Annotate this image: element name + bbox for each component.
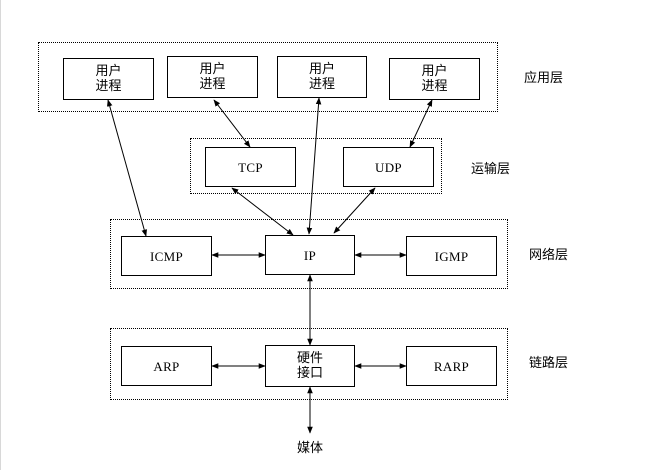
hardware-interface-box: 硬件 接口 — [265, 345, 355, 387]
rarp-box: RARP — [406, 346, 497, 386]
link-layer-label: 链路层 — [529, 356, 569, 371]
application-layer-frame — [38, 42, 498, 112]
user-process-1-line2: 进程 — [95, 79, 122, 94]
user-process-1-line1: 用户 — [95, 64, 122, 79]
user-process-box-3: 用户 进程 — [277, 56, 367, 98]
user-process-box-1: 用户 进程 — [63, 58, 154, 100]
hardware-interface-line2: 接口 — [296, 366, 323, 381]
hardware-interface-line1: 硬件 — [296, 351, 323, 366]
user-process-4-line1: 用户 — [421, 64, 448, 79]
user-process-2-line2: 进程 — [199, 77, 226, 92]
user-process-4-line2: 进程 — [421, 79, 448, 94]
igmp-box: IGMP — [406, 236, 497, 276]
tcp-box: TCP — [205, 147, 296, 187]
ip-box: IP — [265, 235, 355, 275]
user-process-2-line1: 用户 — [199, 62, 226, 77]
icmp-box: ICMP — [121, 236, 212, 276]
tcp-label: TCP — [238, 159, 263, 175]
user-process-box-4: 用户 进程 — [389, 58, 480, 100]
arrow-proc4-udp — [409, 99, 433, 148]
arp-label: ARP — [153, 358, 180, 374]
transport-layer-label: 运输层 — [471, 162, 511, 177]
icmp-label: ICMP — [150, 248, 183, 264]
media-label: 媒体 — [297, 441, 324, 456]
arrow-proc3-ip — [306, 97, 322, 235]
user-process-box-2: 用户 进程 — [167, 56, 258, 98]
igmp-label: IGMP — [434, 248, 469, 264]
udp-box: UDP — [343, 147, 434, 187]
arrow-udp-ip — [333, 187, 376, 234]
network-layer-label: 网络层 — [529, 248, 569, 263]
user-process-3-line2: 进程 — [308, 77, 335, 92]
left-border — [0, 0, 1, 470]
arp-box: ARP — [121, 346, 212, 386]
arrow-proc2-tcp — [213, 99, 251, 148]
user-process-3-line1: 用户 — [308, 62, 335, 77]
application-layer-label: 应用层 — [524, 71, 564, 86]
rarp-label: RARP — [433, 358, 470, 374]
ip-label: IP — [303, 247, 317, 263]
arrow-proc1-icmp — [106, 99, 148, 237]
arrow-tcp-ip — [231, 187, 294, 236]
udp-label: UDP — [375, 159, 402, 175]
